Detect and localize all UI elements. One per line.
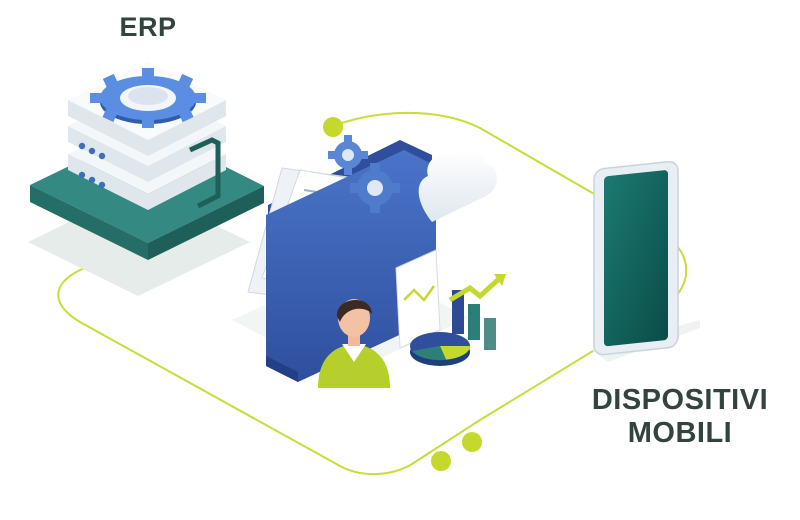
bar-chart-icon	[448, 274, 506, 350]
erp-label: ERP	[119, 12, 177, 42]
erp-server-icon	[28, 62, 264, 296]
user-avatar-icon	[318, 299, 390, 388]
mobile-label-line1: DISPOSITIVI	[591, 384, 769, 416]
tablet-icon	[592, 160, 700, 362]
connector-dot	[323, 117, 343, 137]
mobile-devices-label: DISPOSITIVI MOBILI	[580, 384, 780, 451]
mobile-label-line2: MOBILI	[627, 417, 733, 450]
data-folder-icon	[232, 135, 506, 388]
connector-dot	[431, 451, 451, 471]
pie-chart-icon	[410, 332, 471, 366]
connector-dot	[462, 432, 482, 452]
cloud-icon	[418, 148, 498, 222]
